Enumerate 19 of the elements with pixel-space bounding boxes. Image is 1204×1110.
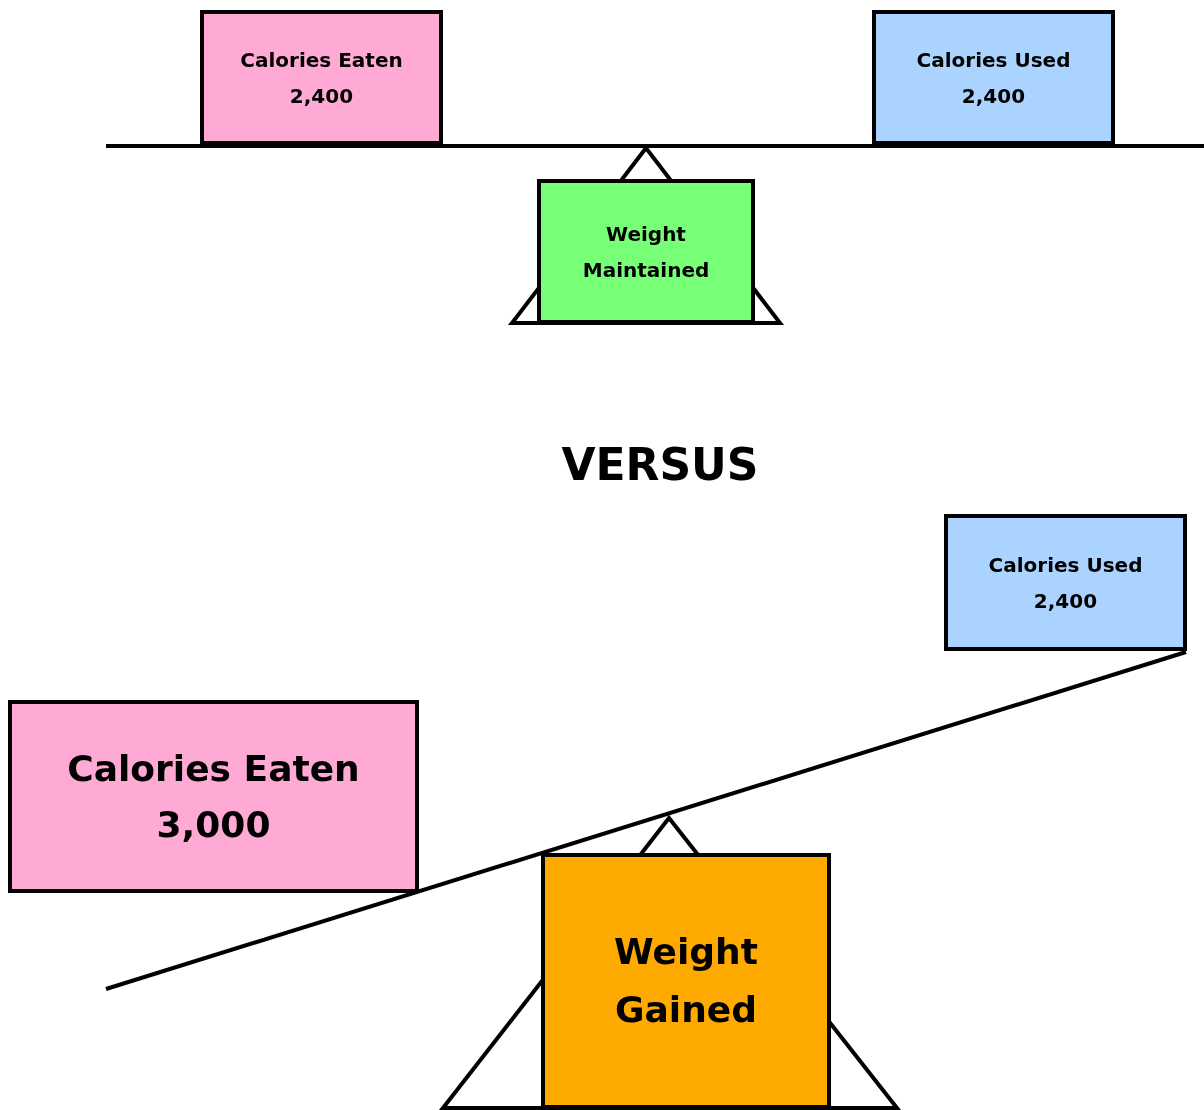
calorie-intake-box [200, 10, 443, 145]
calorie-use-box [872, 10, 1115, 145]
outcome-box [537, 179, 755, 324]
box-value: Gained [615, 988, 757, 1032]
box-heading: Calories Used [916, 46, 1071, 74]
calorie-intake-box [8, 700, 419, 893]
box-value: 2,400 [1033, 587, 1098, 615]
box-heading: Calories Eaten [240, 46, 403, 74]
comparison-label: VERSUS [560, 438, 760, 492]
box-heading: Calories Eaten [67, 746, 360, 791]
box-value: Maintained [582, 256, 710, 284]
box-value: 2,400 [289, 82, 354, 110]
box-heading: Calories Used [988, 551, 1143, 579]
box-value: 3,000 [156, 802, 271, 847]
outcome-box [541, 853, 831, 1109]
calorie-use-box [944, 514, 1187, 651]
box-value: 2,400 [961, 82, 1026, 110]
box-heading: Weight [614, 930, 758, 974]
box-heading: Weight [606, 220, 686, 248]
